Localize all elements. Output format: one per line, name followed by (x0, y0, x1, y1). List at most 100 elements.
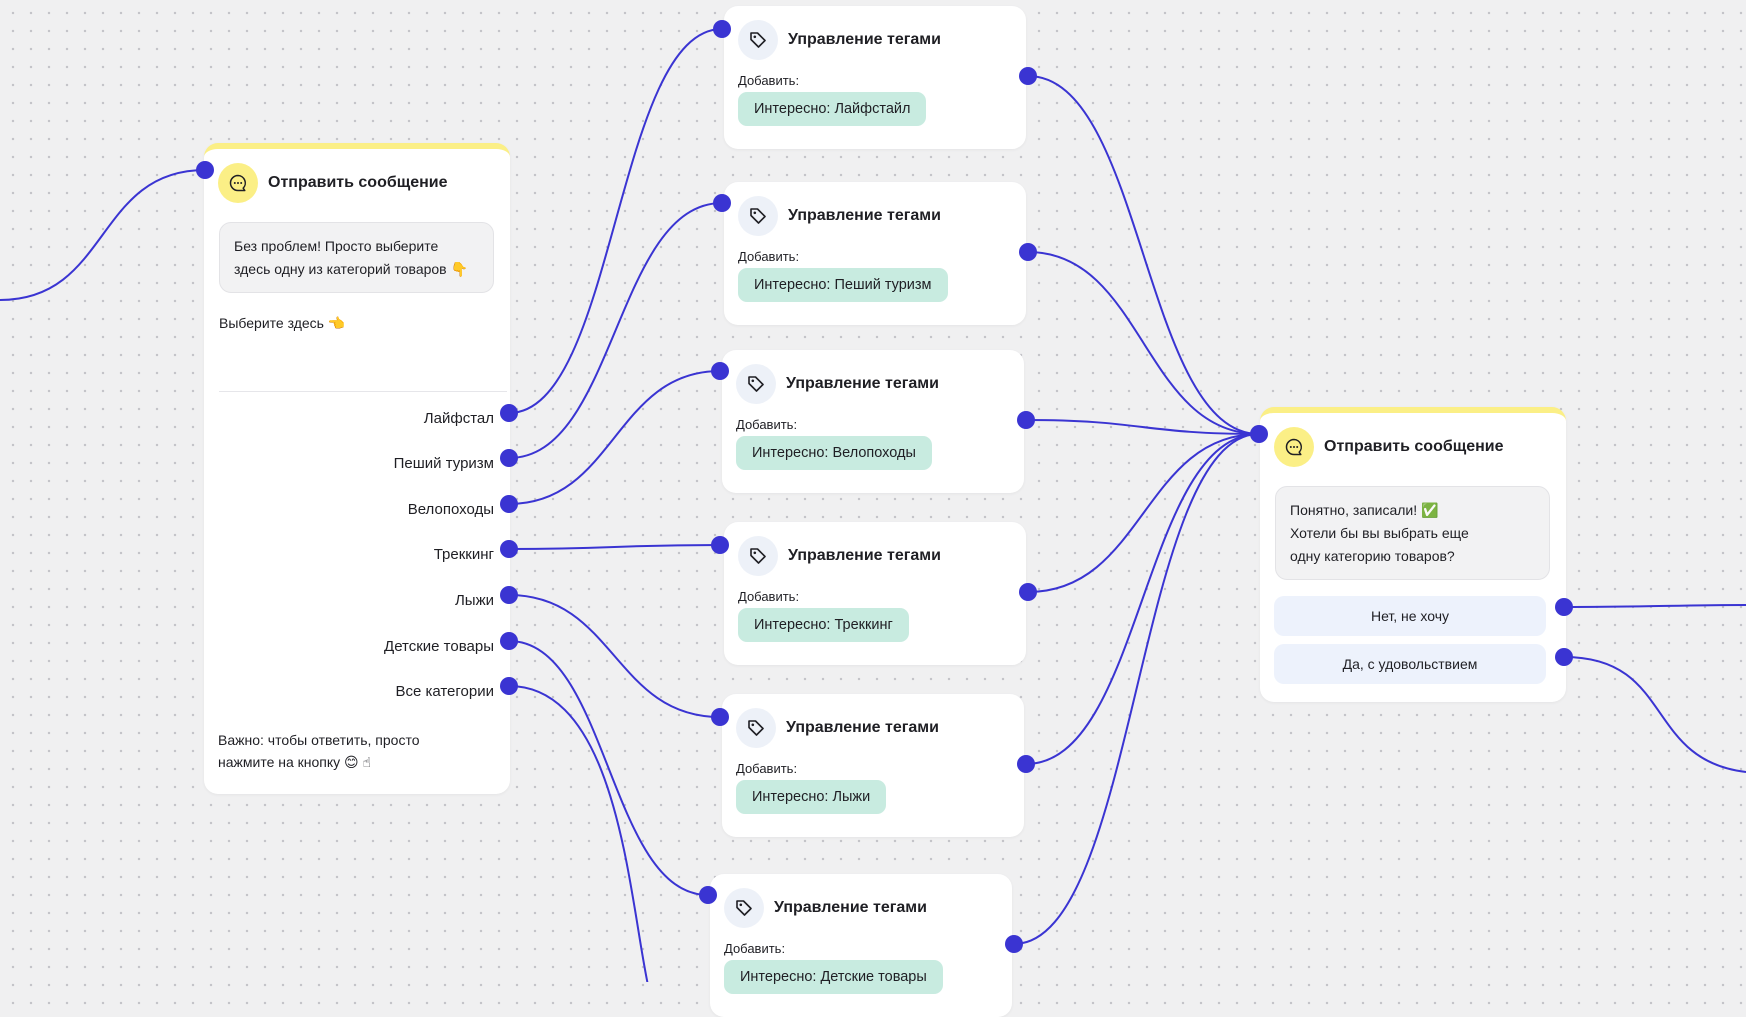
output-port-hiking[interactable] (500, 449, 518, 467)
node-title: Управление тегами (788, 31, 941, 48)
option-cycling: Велопоходы (407, 501, 494, 518)
message-line: Без проблем! Просто выберите (234, 238, 439, 254)
node-header: Управление тегами (738, 196, 941, 236)
node-title: Отправить сообщение (1324, 438, 1504, 455)
chat-bubble-icon (1274, 427, 1314, 467)
input-port-message-2[interactable] (1250, 425, 1268, 443)
message-line: здесь одну из категорий товаров 👇 (234, 261, 468, 277)
connection-line-offscreen (1563, 656, 1746, 773)
add-label: Добавить: (724, 941, 786, 956)
output-port-kids[interactable] (500, 632, 518, 650)
output-port-tag-kids[interactable] (1005, 935, 1023, 953)
connection-line (508, 370, 721, 505)
output-port-reply-yes[interactable] (1555, 648, 1573, 666)
connection-line-incoming (0, 169, 206, 301)
add-label: Добавить: (736, 417, 798, 432)
message-line: Понятно, записали! ✅ (1290, 502, 1439, 518)
input-port-tag-lifestyle[interactable] (713, 20, 731, 38)
add-label: Добавить: (738, 589, 800, 604)
tag-icon (738, 536, 778, 576)
tag-node-hiking[interactable]: Управление тегами Добавить: Интересно: П… (724, 182, 1026, 325)
note-text: Важно: чтобы ответить, просто нажмите на… (218, 729, 420, 773)
output-port-tag-trekking[interactable] (1019, 583, 1037, 601)
add-label: Добавить: (738, 249, 800, 264)
connection-line (508, 544, 721, 550)
tag-node-kids[interactable]: Управление тегами Добавить: Интересно: Д… (710, 874, 1012, 1017)
reply-button-no[interactable]: Нет, не хочу (1274, 596, 1546, 636)
input-port-tag-cycling[interactable] (711, 362, 729, 380)
tag-chip[interactable]: Интересно: Лайфстайл (738, 92, 927, 126)
connection-line (508, 28, 723, 414)
connection-line (1027, 75, 1260, 435)
tag-chip[interactable]: Интересно: Детские товары (724, 960, 943, 994)
message-node-choose-again[interactable]: Отправить сообщение Понятно, записали! ✅… (1260, 407, 1566, 702)
input-port-tag-kids[interactable] (699, 886, 717, 904)
node-title: Управление тегами (788, 547, 941, 564)
reply-button-yes[interactable]: Да, с удовольствием (1274, 644, 1546, 684)
node-header: Управление тегами (724, 888, 927, 928)
input-port-tag-hiking[interactable] (713, 194, 731, 212)
tag-chip[interactable]: Интересно: Пеший туризм (738, 268, 948, 302)
node-header: Управление тегами (738, 536, 941, 576)
option-kids: Детские товары (384, 638, 494, 655)
node-title: Управление тегами (774, 899, 927, 916)
node-header: Управление тегами (738, 20, 941, 60)
tag-icon (736, 708, 776, 748)
node-header: Отправить сообщение (1274, 427, 1504, 467)
output-port-tag-cycling[interactable] (1017, 411, 1035, 429)
output-port-lifestyle[interactable] (500, 404, 518, 422)
node-title: Отправить сообщение (268, 174, 448, 191)
connection-line (1027, 433, 1260, 593)
add-label: Добавить: (738, 73, 800, 88)
tag-chip[interactable]: Интересно: Велопоходы (736, 436, 932, 470)
input-port-tag-skiing[interactable] (711, 708, 729, 726)
note-line: Важно: чтобы ответить, просто (218, 732, 420, 748)
output-port-cycling[interactable] (500, 495, 518, 513)
node-header: Отправить сообщение (218, 163, 448, 203)
message-bubble: Без проблем! Просто выберите здесь одну … (219, 222, 494, 293)
tag-icon (724, 888, 764, 928)
divider (219, 391, 507, 392)
output-port-tag-hiking[interactable] (1019, 243, 1037, 261)
option-skiing: Лыжи (454, 592, 494, 609)
tag-icon (738, 20, 778, 60)
option-lifestyle: Лайфстал (423, 410, 494, 427)
output-port-tag-skiing[interactable] (1017, 755, 1035, 773)
tag-chip[interactable]: Интересно: Треккинг (738, 608, 909, 642)
note-line: нажмите на кнопку 😊 ☝ (218, 754, 372, 770)
output-port-reply-no[interactable] (1555, 598, 1573, 616)
option-hiking: Пеший туризм (393, 455, 494, 472)
prompt-text: Выберите здесь 👈 (219, 315, 346, 331)
connection-line (1027, 251, 1260, 435)
output-port-skiing[interactable] (500, 586, 518, 604)
connection-line-offscreen (508, 685, 649, 982)
output-port-trekking[interactable] (500, 540, 518, 558)
connection-line (1025, 419, 1260, 435)
message-line: Хотели бы вы выбрать еще (1290, 525, 1469, 541)
tag-node-cycling[interactable]: Управление тегами Добавить: Интересно: В… (722, 350, 1024, 493)
option-all-categories: Все категории (395, 683, 494, 700)
node-title: Управление тегами (786, 719, 939, 736)
message-node-select-category[interactable]: Отправить сообщение Без проблем! Просто … (204, 143, 510, 794)
output-port-tag-lifestyle[interactable] (1019, 67, 1037, 85)
node-header: Управление тегами (736, 708, 939, 748)
node-title: Управление тегами (788, 207, 941, 224)
add-label: Добавить: (736, 761, 798, 776)
connection-line-offscreen (1563, 604, 1746, 608)
input-port-message-1[interactable] (196, 161, 214, 179)
option-trekking: Треккинг (433, 546, 494, 563)
tag-node-skiing[interactable]: Управление тегами Добавить: Интересно: Л… (722, 694, 1024, 837)
connection-line (508, 594, 721, 718)
node-header: Управление тегами (736, 364, 939, 404)
message-line: одну категорию товаров? (1290, 548, 1455, 564)
tag-chip[interactable]: Интересно: Лыжи (736, 780, 887, 814)
input-port-tag-trekking[interactable] (711, 536, 729, 554)
tag-icon (738, 196, 778, 236)
tag-node-trekking[interactable]: Управление тегами Добавить: Интересно: Т… (724, 522, 1026, 665)
node-title: Управление тегами (786, 375, 939, 392)
connection-line (508, 640, 709, 896)
chat-bubble-icon (218, 163, 258, 203)
output-port-all-categories[interactable] (500, 677, 518, 695)
connection-line (508, 202, 723, 459)
tag-node-lifestyle[interactable]: Управление тегами Добавить: Интересно: Л… (724, 6, 1026, 149)
